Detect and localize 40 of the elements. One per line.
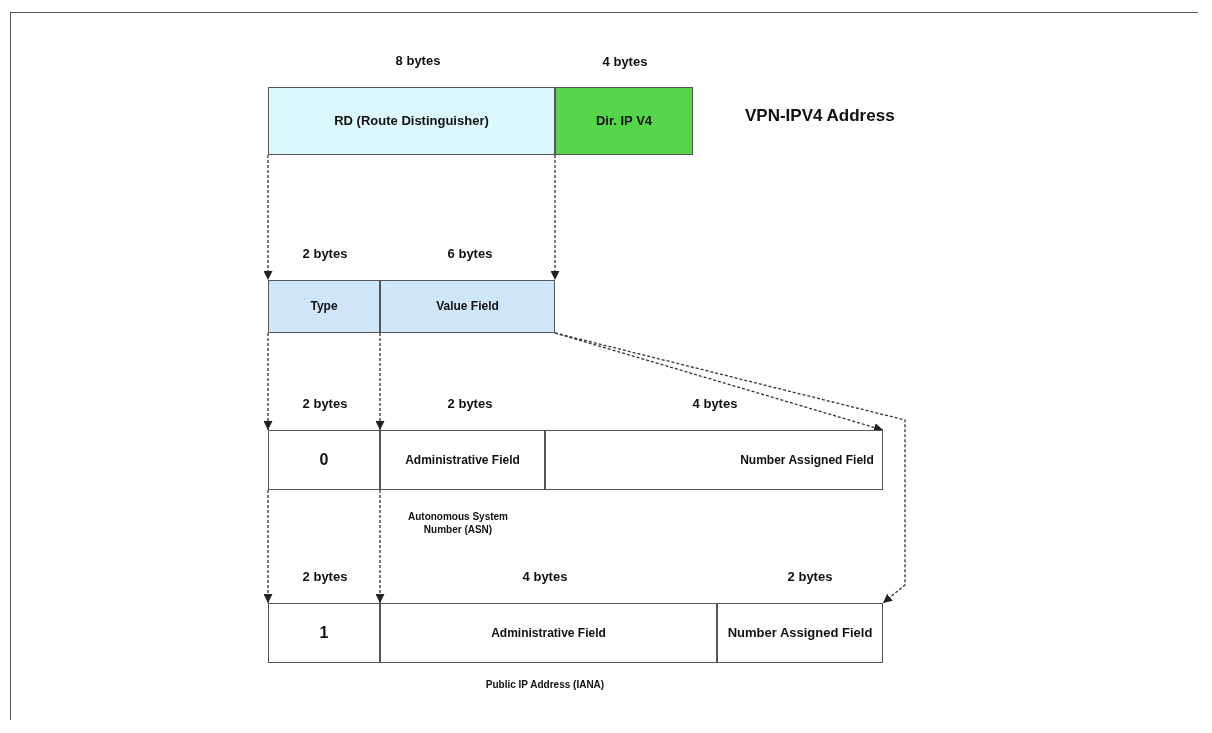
byte-size-label: 2 bytes — [301, 396, 349, 411]
dashed-arrow — [554, 332, 906, 604]
byte-size-label: 2 bytes — [786, 569, 834, 584]
dashed-arrow — [550, 154, 560, 281]
address-field-box — [268, 87, 555, 155]
byte-size-label: 2 bytes — [301, 569, 349, 584]
byte-size-label: 2 bytes — [446, 396, 494, 411]
field-box — [717, 603, 883, 663]
field-box — [545, 430, 883, 490]
dashed-arrow — [263, 154, 273, 281]
field-label: Dir. IP V4 — [595, 112, 653, 130]
field-box — [380, 280, 555, 333]
field-label: Number Assigned Field — [740, 451, 874, 469]
field-label: Administrative Field — [491, 624, 606, 642]
field-label: 0 — [319, 450, 329, 471]
field-label: Type — [310, 298, 338, 315]
field-label: Value Field — [436, 298, 499, 315]
byte-size-label: 2 bytes — [301, 246, 349, 261]
byte-size-label: 6 bytes — [446, 246, 494, 261]
field-box — [268, 430, 380, 490]
field-label: Number Assigned Field — [727, 624, 873, 642]
dashed-arrow — [263, 332, 273, 431]
field-label: RD (Route Distinguisher) — [334, 112, 489, 130]
byte-size-label: 4 bytes — [521, 569, 569, 584]
field-label: Administrative Field — [405, 451, 520, 469]
byte-size-label: 8 bytes — [394, 53, 442, 68]
dashed-arrow — [375, 489, 385, 604]
field-box — [380, 603, 717, 663]
field-box — [268, 603, 380, 663]
dashed-arrow — [263, 489, 273, 604]
diagram-heading: VPN-IPV4 Address — [745, 106, 895, 126]
byte-size-label: 4 bytes — [601, 54, 649, 69]
field-label: 1 — [319, 623, 329, 644]
field-caption: Autonomous System Number (ASN) — [407, 511, 509, 536]
field-box — [380, 430, 545, 490]
dashed-arrow — [375, 332, 385, 431]
field-box — [268, 280, 380, 333]
byte-size-label: 4 bytes — [691, 396, 739, 411]
field-caption: Public IP Address (IANA) — [484, 679, 606, 692]
address-field-box — [555, 87, 693, 155]
